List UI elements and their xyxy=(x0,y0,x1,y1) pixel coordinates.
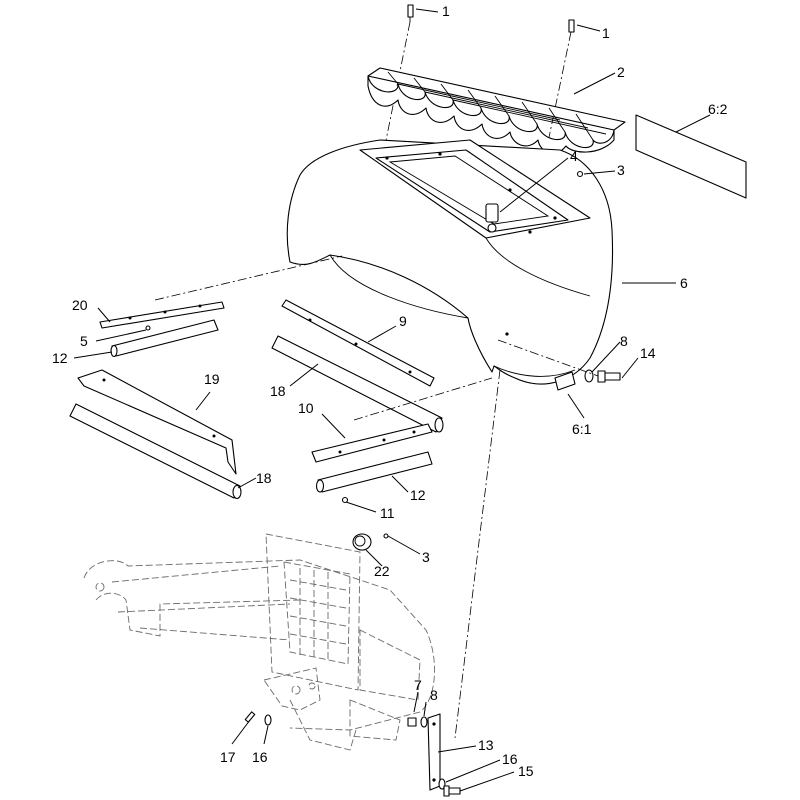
phantom-frame xyxy=(83,559,435,751)
callout-6-2: 6:2 xyxy=(708,101,728,117)
louvered-grille xyxy=(367,67,626,154)
axis-bolt-14 xyxy=(497,339,599,377)
callout-7: 7 xyxy=(414,677,422,693)
callout-9: 9 xyxy=(399,313,407,329)
bolt-14 xyxy=(597,370,621,383)
bracket-20 xyxy=(99,301,225,329)
bracket-19 xyxy=(77,369,237,475)
radiator-screen xyxy=(265,533,361,691)
nut-7 xyxy=(407,717,417,727)
callout-8-hood: 8 xyxy=(620,333,628,349)
callout-11: 11 xyxy=(380,505,395,521)
callout-14: 14 xyxy=(640,345,656,361)
axis-hood-frame xyxy=(454,369,501,739)
decal-6-2 xyxy=(635,114,747,199)
hood-body xyxy=(286,139,614,385)
callout-12-lower: 12 xyxy=(410,487,426,503)
rubber-seal-18-left xyxy=(69,403,242,500)
callout-19: 19 xyxy=(204,371,220,387)
callout-4: 4 xyxy=(570,148,578,164)
callout-18-left: 18 xyxy=(256,470,272,486)
callout-3-lower: 3 xyxy=(422,549,430,565)
rubber-seal-18-center xyxy=(271,335,444,433)
latch-4 xyxy=(485,203,499,233)
callout-labels: 1 1 2 6:2 4 3 6 20 5 12 9 8 14 19 18 10 … xyxy=(52,3,728,779)
grommet-22 xyxy=(352,533,372,551)
leader-lines xyxy=(73,8,711,792)
callout-13: 13 xyxy=(478,737,494,753)
callout-6: 6 xyxy=(680,275,688,291)
washer-8-hood xyxy=(584,369,594,383)
washer-16-left xyxy=(264,714,272,726)
screw-3-top xyxy=(576,170,584,178)
bolt-17 xyxy=(244,711,256,723)
callout-20: 20 xyxy=(72,297,88,313)
callout-16-left: 16 xyxy=(252,749,268,765)
screw-5 xyxy=(145,325,151,331)
callout-2: 2 xyxy=(617,64,625,80)
axis-bracket-10 xyxy=(353,377,493,421)
callout-1-left: 1 xyxy=(442,3,450,19)
rubber-seal-12-lower xyxy=(315,451,433,493)
decal-6-1 xyxy=(554,371,576,391)
callout-10: 10 xyxy=(298,400,314,416)
rubber-seal-12-left xyxy=(110,319,219,358)
callout-3-top: 3 xyxy=(617,162,625,178)
callout-8-lower: 8 xyxy=(430,687,438,703)
bolt-1-right xyxy=(568,19,575,33)
callout-6-1: 6:1 xyxy=(572,421,592,437)
washer-8-lower xyxy=(420,716,428,728)
axis-bracket-20 xyxy=(154,255,343,301)
callout-17: 17 xyxy=(220,749,236,765)
bolt-1-left xyxy=(407,4,414,22)
callout-18-center: 18 xyxy=(270,383,286,399)
screw-11 xyxy=(341,496,349,504)
callout-16-right: 16 xyxy=(502,751,518,767)
callout-15: 15 xyxy=(518,763,534,779)
bolt-15 xyxy=(443,785,461,797)
callout-1-right: 1 xyxy=(602,25,610,41)
lower-mount-bracket xyxy=(263,667,321,711)
bracket-10 xyxy=(311,423,433,463)
screw-3-lower xyxy=(383,533,389,539)
callout-22: 22 xyxy=(374,563,390,579)
callout-5: 5 xyxy=(80,333,88,349)
bracket-9 xyxy=(281,299,435,387)
callout-12-left: 12 xyxy=(52,350,68,366)
